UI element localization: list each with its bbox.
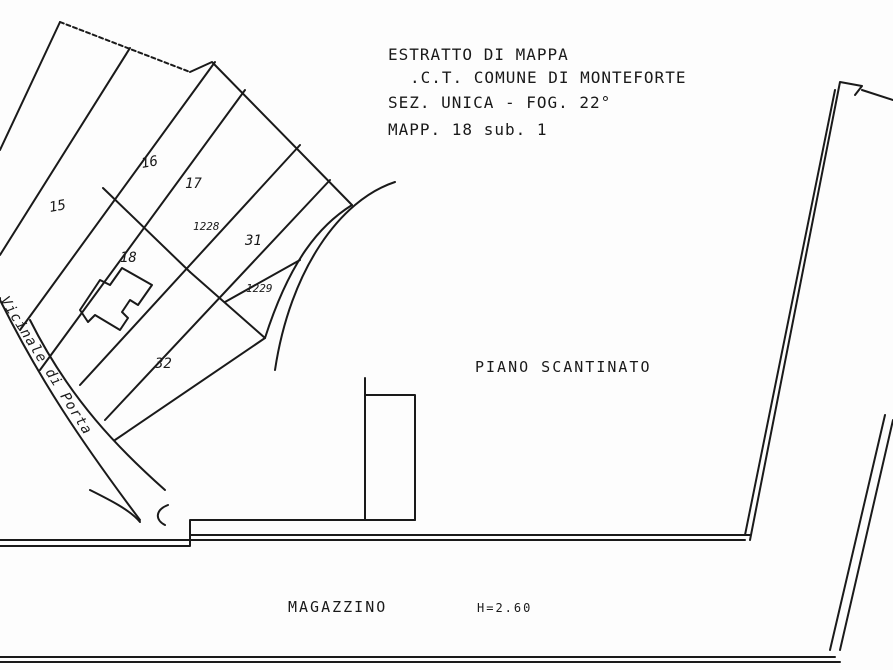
- map-boundary-right-upper: [189, 61, 353, 206]
- building-footprint: [79, 267, 153, 331]
- parcel-label-17: 17: [185, 176, 202, 192]
- parcel-label-1228: 1228: [193, 220, 220, 233]
- road-curve-bottom: [89, 489, 141, 523]
- wall-right-top: [861, 89, 893, 101]
- map-curve-right: [264, 204, 353, 339]
- map-curve-outer: [274, 181, 396, 371]
- parcel-label-32: 32: [154, 356, 172, 372]
- partition-box: [364, 394, 416, 521]
- parcel-label-15: 15: [48, 197, 67, 216]
- parcel-cross-line: [114, 337, 266, 441]
- parcel-label-31: 31: [244, 233, 262, 249]
- road-edge-right: [29, 319, 166, 491]
- wall-right-diagonal-outer: [749, 81, 863, 541]
- wall-right-diagonal-inner: [744, 89, 836, 536]
- parcel-line: [39, 89, 246, 371]
- header-line-1: ESTRATTO DI MAPPA: [388, 45, 569, 64]
- parcel-cross-line: [224, 259, 301, 303]
- road-edge-left: [0, 299, 141, 521]
- parcel-label-16: 16: [140, 153, 159, 172]
- header-line-3: SEZ. UNICA - FOG. 22°: [388, 93, 611, 112]
- parcel-cross-line: [102, 187, 191, 273]
- parcel-line: [79, 144, 301, 386]
- parcel-line: [19, 61, 216, 331]
- parcel-label-18: 18: [120, 250, 137, 266]
- wall-storage-right-inner: [829, 414, 886, 651]
- storage-label: MAGAZZINO: [288, 598, 387, 616]
- map-boundary: [0, 21, 61, 151]
- road-hook: [156, 504, 169, 526]
- parcel-cross-line: [189, 271, 266, 339]
- parcel-line: [0, 47, 131, 256]
- basement-label: PIANO SCANTINATO: [475, 358, 652, 376]
- wall-basement-bottom-outer: [0, 519, 416, 547]
- parcel-line: [104, 179, 331, 421]
- storage-height-label: H=2.60: [477, 601, 532, 615]
- header-line-4: MAPP. 18 sub. 1: [388, 120, 548, 139]
- header-line-2: .C.T. COMUNE DI MONTEFORTE: [410, 68, 686, 87]
- wall-storage-right: [839, 419, 893, 651]
- parcel-label-1229: 1229: [246, 282, 273, 295]
- map-boundary-top: [59, 21, 191, 73]
